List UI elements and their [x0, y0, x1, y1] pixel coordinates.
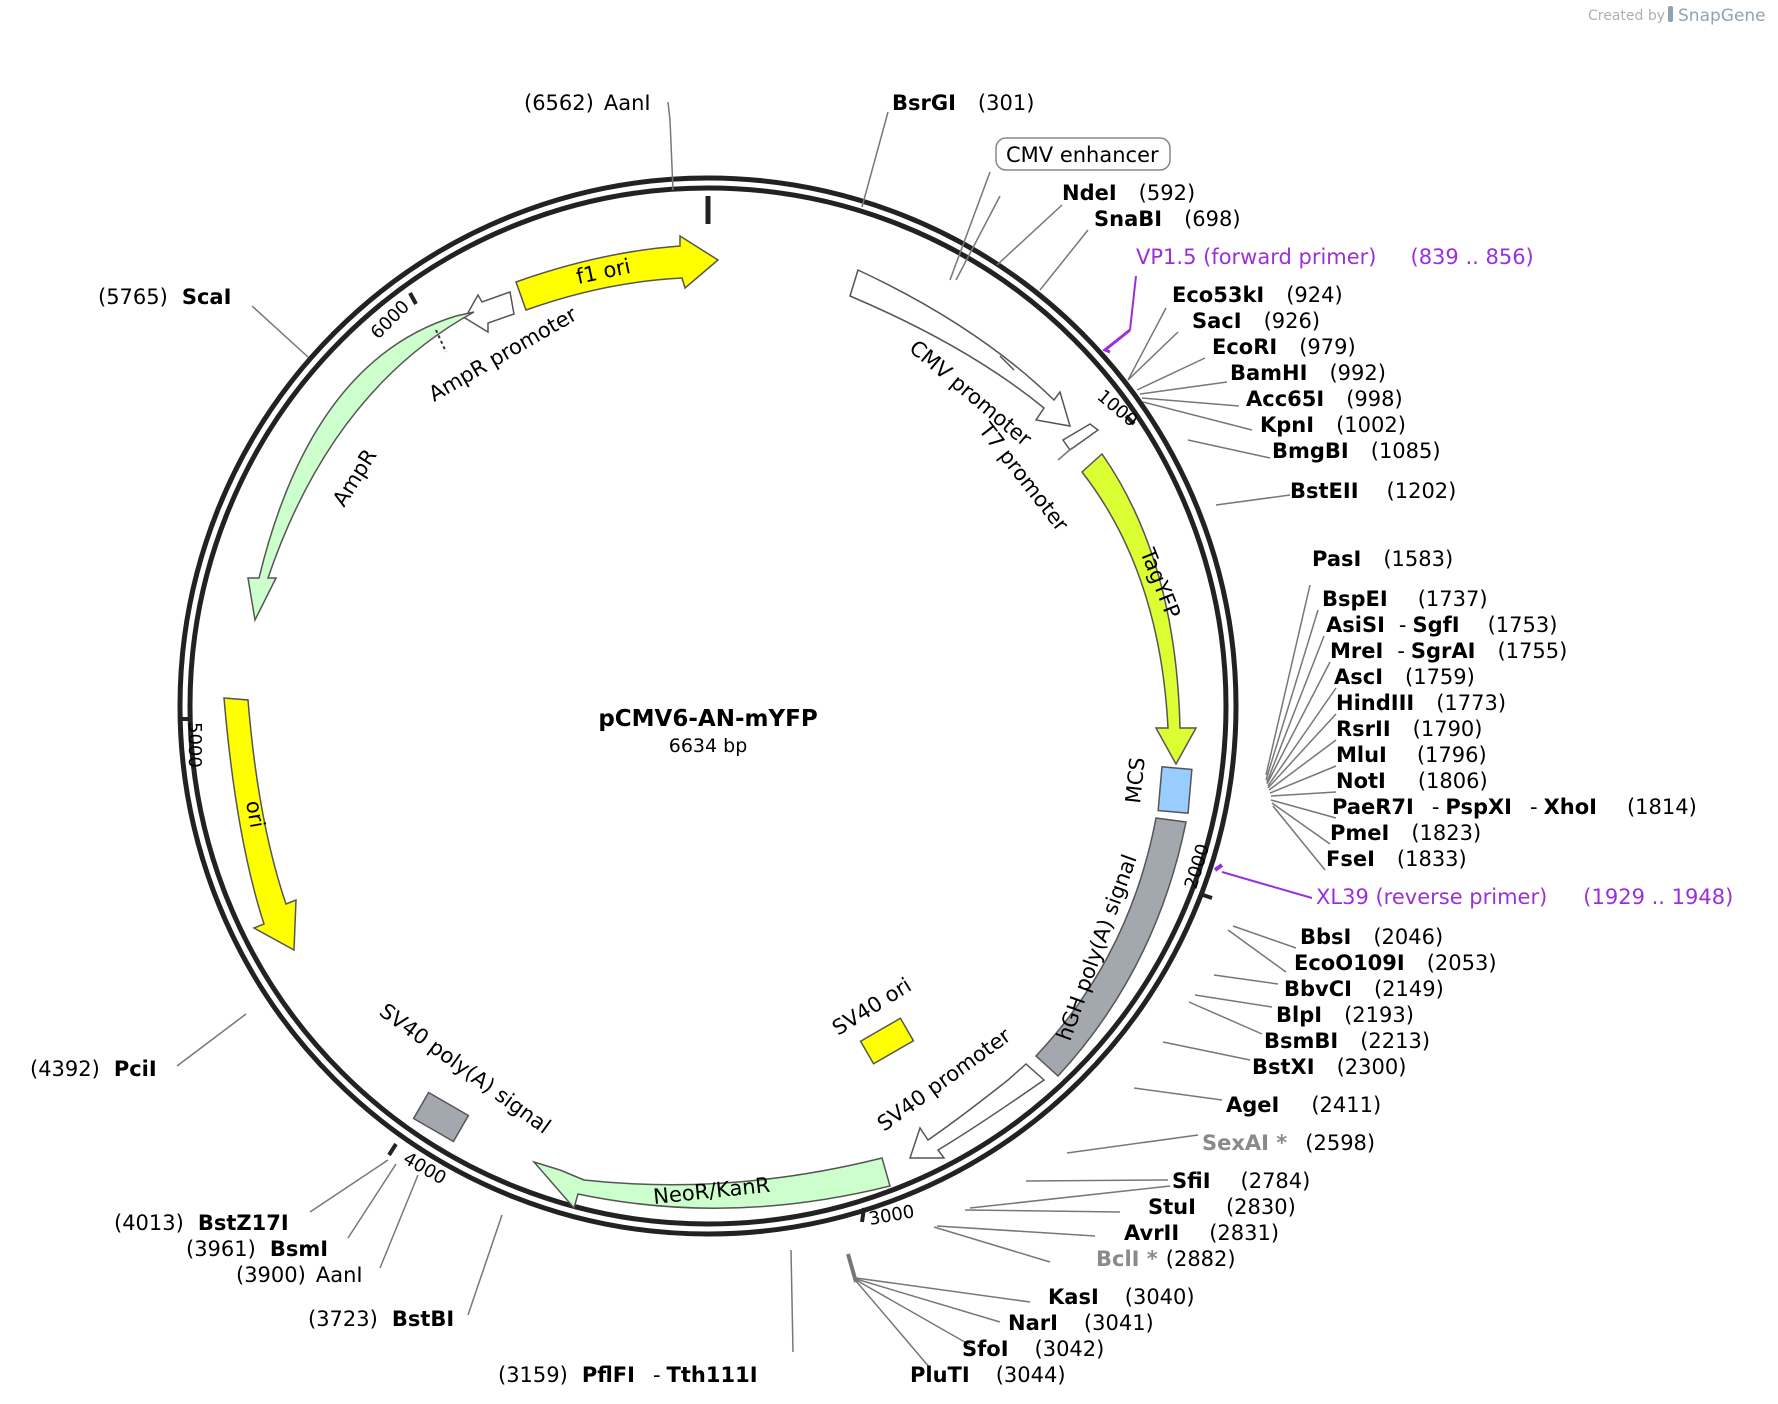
xl39-primer-leader: [1221, 871, 1313, 899]
site-bsteii: BstEII(1202): [1290, 479, 1456, 503]
backbone-inner-strand: [187, 185, 1229, 1227]
site-bsmi: (3961)BsmI: [186, 1237, 328, 1261]
site-avrii: AvrII(2831): [1124, 1221, 1279, 1245]
pluti-cluster-mark: [846, 1253, 858, 1283]
site-bbvci: BbvCI(2149): [1284, 977, 1444, 1001]
vp15-primer-mark: [1102, 328, 1131, 354]
hgh-polya-box: [1034, 817, 1187, 1078]
site-bsrgi: BsrGI(301): [892, 91, 1034, 115]
site-pmei: PmeI(1823): [1330, 821, 1481, 845]
neo-kanr-arrow: [531, 1157, 891, 1210]
backbone-ticks: [182, 292, 1213, 1223]
site-saci: SacI(926): [1192, 309, 1320, 333]
site-bmgbi: BmgBI(1085): [1272, 439, 1441, 463]
site-asci: AscI(1759): [1334, 665, 1475, 689]
site-ndei: NdeI(592): [1062, 181, 1195, 205]
site-asisi: AsiSI-SgfI(1753): [1326, 613, 1557, 637]
site-mlui: MluI(1796): [1336, 743, 1487, 767]
site-nari: NarI(3041): [1008, 1311, 1154, 1335]
site-sfoi: SfoI(3042): [962, 1337, 1104, 1361]
site-mrei: MreI-SgrAI(1755): [1330, 639, 1567, 663]
site-bstxi: BstXI(2300): [1252, 1055, 1406, 1079]
site-kasi: KasI(3040): [1048, 1285, 1195, 1309]
site-aani-bottom: (3900)AanI: [236, 1263, 363, 1287]
site-bcli: BclI *(2882): [1096, 1247, 1236, 1271]
site-snabi: SnaBI(698): [1094, 207, 1241, 231]
site-pcii: (4392)PciI: [30, 1057, 157, 1081]
site-agei: AgeI(2411): [1226, 1093, 1381, 1117]
created-by-text: Created by: [1588, 8, 1665, 24]
site-acc65i: Acc65I(998): [1246, 387, 1403, 411]
snapgene-logo-icon: [1668, 6, 1673, 22]
site-sexai: SexAI *(2598): [1202, 1131, 1375, 1155]
site-aani-top: (6562)AanI: [524, 91, 651, 115]
site-bstbi: (3723)BstBI: [308, 1307, 454, 1331]
backbone-outer-strand: [177, 175, 1239, 1237]
site-eco0109i: EcoO109I(2053): [1294, 951, 1497, 975]
plasmid-length: 6634 bp: [669, 735, 748, 757]
site-rsrii: RsrII(1790): [1336, 717, 1483, 741]
cmv-promoter-arrow: [849, 268, 1072, 427]
site-bspei: BspEI(1737): [1322, 587, 1488, 611]
ampr-label: AmpR: [328, 445, 382, 511]
site-paer7i: PaeR7I-PspXI-XhoI(1814): [1332, 795, 1697, 819]
ampr-divider: [435, 329, 447, 353]
sv40-ori-box: [859, 1017, 915, 1065]
vp15-primer-leader: [1129, 275, 1137, 331]
cmv-enhancer-label-box: [995, 137, 1171, 171]
plasmid-name: pCMV6-AN-mYFP: [598, 706, 817, 732]
site-blpi: BlpI(2193): [1276, 1003, 1414, 1027]
tick-5000: 5000: [184, 722, 205, 768]
ampr-arrow: [247, 311, 475, 623]
tagyfp-arrow: [1080, 452, 1198, 766]
cmv-enhancer-divider: [999, 355, 1015, 371]
site-eco53ki: Eco53kI(924): [1172, 283, 1343, 307]
site-hindiii: HindIII(1773): [1336, 691, 1506, 715]
primer-xl39: XL39 (reverse primer)(1929 .. 1948): [1316, 885, 1733, 909]
site-pasi: PasI(1583): [1312, 547, 1453, 571]
ori-label: ori: [241, 799, 269, 830]
xl39-primer-mark: [1213, 863, 1224, 872]
site-scai: (5765)ScaI: [98, 285, 231, 309]
site-bbsi: BbsI(2046): [1300, 925, 1443, 949]
tick-6000: 6000: [367, 296, 414, 343]
mcs-label: MCS: [1121, 756, 1150, 804]
ampr-promoter-arrow: [463, 290, 515, 334]
site-bamhi: BamHI(992): [1230, 361, 1386, 385]
snapgene-brand: SnapGene: [1678, 6, 1766, 26]
ori-arrow: [223, 697, 297, 952]
site-pluti: PluTI(3044): [910, 1363, 1066, 1387]
cmv-enhancer-label: CMV enhancer: [1006, 143, 1159, 167]
site-ecori: EcoRI(979): [1212, 335, 1356, 359]
f1-ori-arrow: [515, 234, 720, 311]
sv40-polya-box: [412, 1091, 470, 1143]
sv40-promoter-arrow: [908, 1062, 1046, 1159]
leader-lines: [176, 101, 1337, 1369]
t7-leader: [1057, 447, 1073, 461]
site-sfii: SfiI(2784): [1172, 1169, 1310, 1193]
site-kpni: KpnI(1002): [1260, 413, 1406, 437]
primer-vp15: VP1.5 (forward primer)(839 .. 856): [1136, 245, 1534, 269]
site-bsmbi: BsmBI(2213): [1264, 1029, 1430, 1053]
cmv-enhancer-leader: [949, 171, 991, 281]
site-bstz17i: (4013)BstZ17I: [114, 1211, 289, 1235]
site-pflfi: (3159)PflFI-Tth111I: [498, 1363, 758, 1387]
t7-promoter-arrow: [1061, 423, 1100, 452]
site-fsei: FseI(1833): [1326, 847, 1467, 871]
mcs-box: [1157, 765, 1193, 815]
site-noti: NotI(1806): [1336, 769, 1488, 793]
site-stui: StuI(2830): [1148, 1195, 1296, 1219]
